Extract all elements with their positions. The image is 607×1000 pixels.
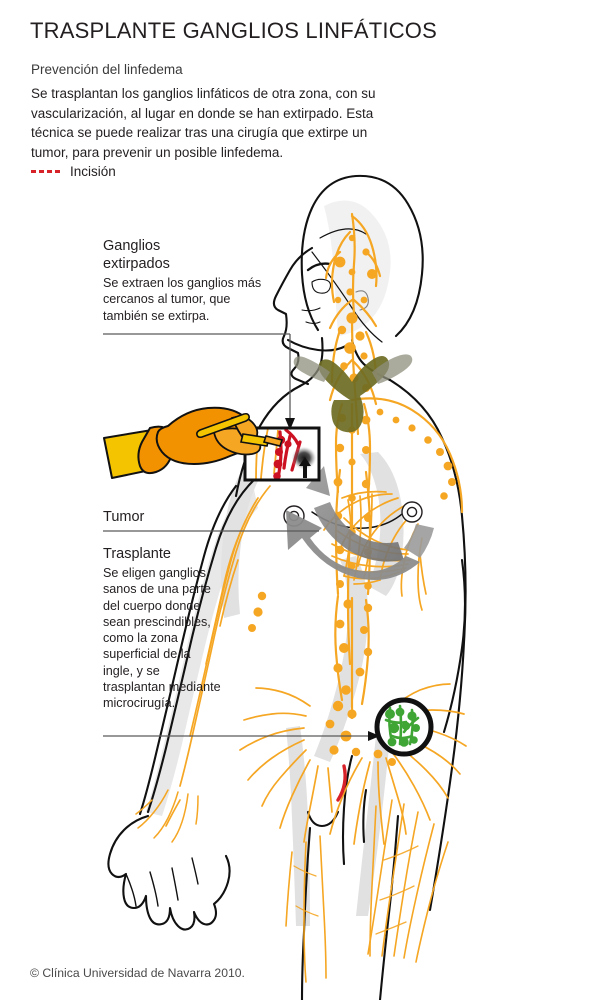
legend: Incisión (31, 164, 116, 179)
annotation-heading: Trasplante (103, 546, 171, 562)
subtitle: Prevención del linfedema (31, 62, 183, 77)
leader-lines (103, 333, 380, 741)
intro-paragraph: Se trasplantan los ganglios linfáticos d… (31, 86, 376, 160)
annotation-tumor: Tumor (103, 508, 263, 526)
dashed-line-icon (31, 170, 63, 173)
annotation-heading-line2: extirpados (103, 256, 170, 272)
annotation-heading-line1: Ganglios (103, 238, 161, 254)
copyright-footer: © Clínica Universidad de Navarra 2010. (30, 966, 245, 980)
legend-item-label: Incisión (70, 164, 116, 179)
thymus (293, 354, 413, 433)
transplant-direction-arrow (286, 466, 434, 580)
annotation-ganglios-extirpados: Ganglios extirpados Se extraen los gangl… (103, 237, 271, 324)
annotation-body: Se eligen ganglios sanos de una parte de… (103, 566, 221, 711)
incision-marks (336, 764, 347, 802)
page-title: TRASPLANTE GANGLIOS LINFÁTICOS (30, 18, 437, 43)
lymph-nodes (248, 234, 456, 766)
gloved-hand-with-scalpel (103, 406, 284, 479)
annotation-heading: Tumor (103, 509, 145, 525)
annotation-heading: Ganglios extirpados (103, 237, 271, 273)
lymphatic-network (135, 212, 467, 983)
annotation-body: Se extraen los ganglios más cercanos al … (103, 276, 262, 323)
annotation-trasplante: Trasplante Se eligen ganglios sanos de u… (103, 545, 221, 712)
groin-donor-nodes-circle (374, 697, 434, 757)
